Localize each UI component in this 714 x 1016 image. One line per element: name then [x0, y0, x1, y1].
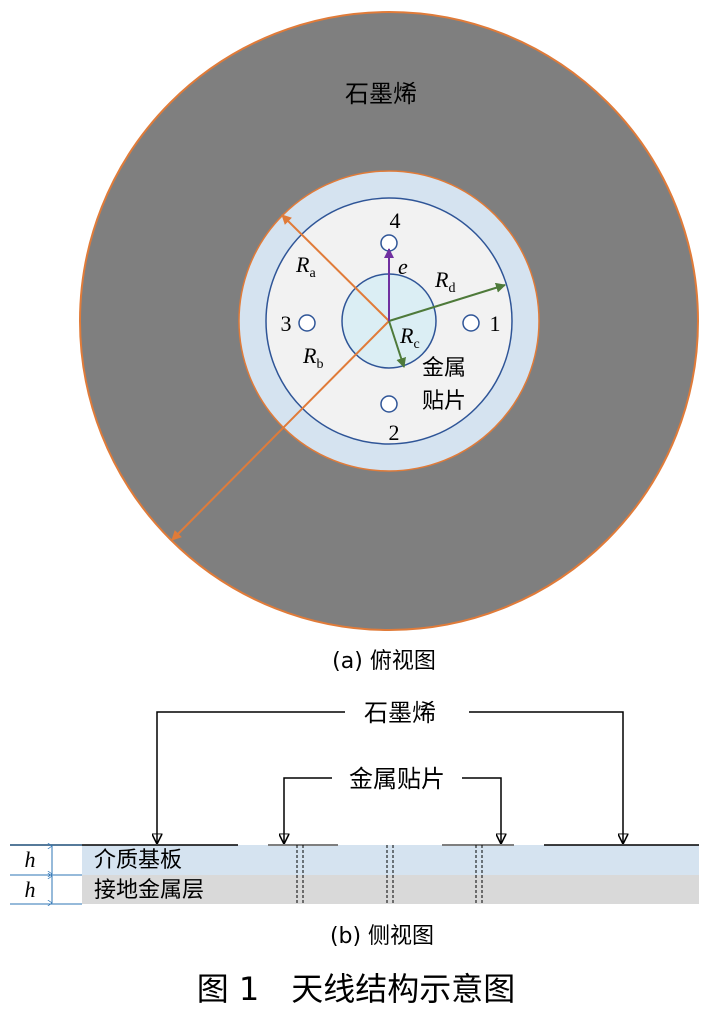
metal-patch-callout-right — [462, 777, 501, 843]
thickness-h-1: h — [25, 847, 36, 872]
figure-caption: 图 1 天线结构示意图 — [197, 970, 516, 1008]
ground-layer — [82, 875, 699, 904]
thickness-h-2: h — [25, 877, 36, 902]
rd-subscript: d — [448, 281, 455, 296]
side-view: h h 介质基板 接地金属层 石墨烯 金属贴片 (b) 侧视图 — [10, 699, 699, 949]
graphene-label-side: 石墨烯 — [364, 699, 436, 727]
rb-arrow — [171, 320, 390, 541]
substrate-label: 介质基板 — [94, 848, 182, 873]
e-symbol: e — [398, 254, 408, 279]
graphene-callout-right — [469, 711, 623, 843]
ra-subscript: a — [309, 266, 316, 281]
port-4-via — [380, 234, 398, 252]
ra-arrow — [281, 214, 390, 322]
rb-main: R — [302, 343, 317, 368]
rd-main: R — [434, 267, 449, 292]
port-2-via — [380, 395, 398, 413]
ra-main: R — [295, 252, 310, 277]
rc-symbol: Rc — [399, 323, 420, 352]
ra-symbol: Ra — [295, 252, 316, 281]
port-3-via — [298, 314, 316, 332]
rb-symbol: Rb — [302, 343, 323, 372]
ground-label: 接地金属层 — [94, 878, 204, 903]
rd-arrow — [388, 282, 506, 322]
graphene-callout-left — [157, 711, 345, 843]
metal-patch-label-line1: 金属 — [422, 356, 466, 381]
substrate-layer — [82, 845, 699, 875]
rd-symbol: Rd — [434, 267, 455, 296]
graphene-label-top: 石墨烯 — [345, 80, 417, 108]
top-view: 石墨烯 4 1 3 2 Ra Rb Rd Rc e 金属 贴片 (a) 俯视图 — [79, 11, 699, 674]
port-2-label: 2 — [389, 420, 400, 445]
rc-arrow — [388, 320, 406, 368]
metal-patch-label-line2: 贴片 — [422, 389, 466, 414]
side-view-caption: (b) 侧视图 — [330, 924, 434, 949]
port-1-label: 1 — [490, 311, 501, 336]
rc-subscript: c — [413, 337, 419, 352]
metal-patch-label-side: 金属贴片 — [349, 765, 445, 793]
rb-subscript: b — [316, 357, 323, 372]
top-view-caption: (a) 俯视图 — [332, 649, 436, 674]
rc-main: R — [399, 323, 414, 348]
port-4-label: 4 — [390, 208, 401, 233]
port-3-label: 3 — [281, 311, 292, 336]
port-1-via — [462, 314, 480, 332]
metal-patch-callout-left — [284, 777, 332, 843]
